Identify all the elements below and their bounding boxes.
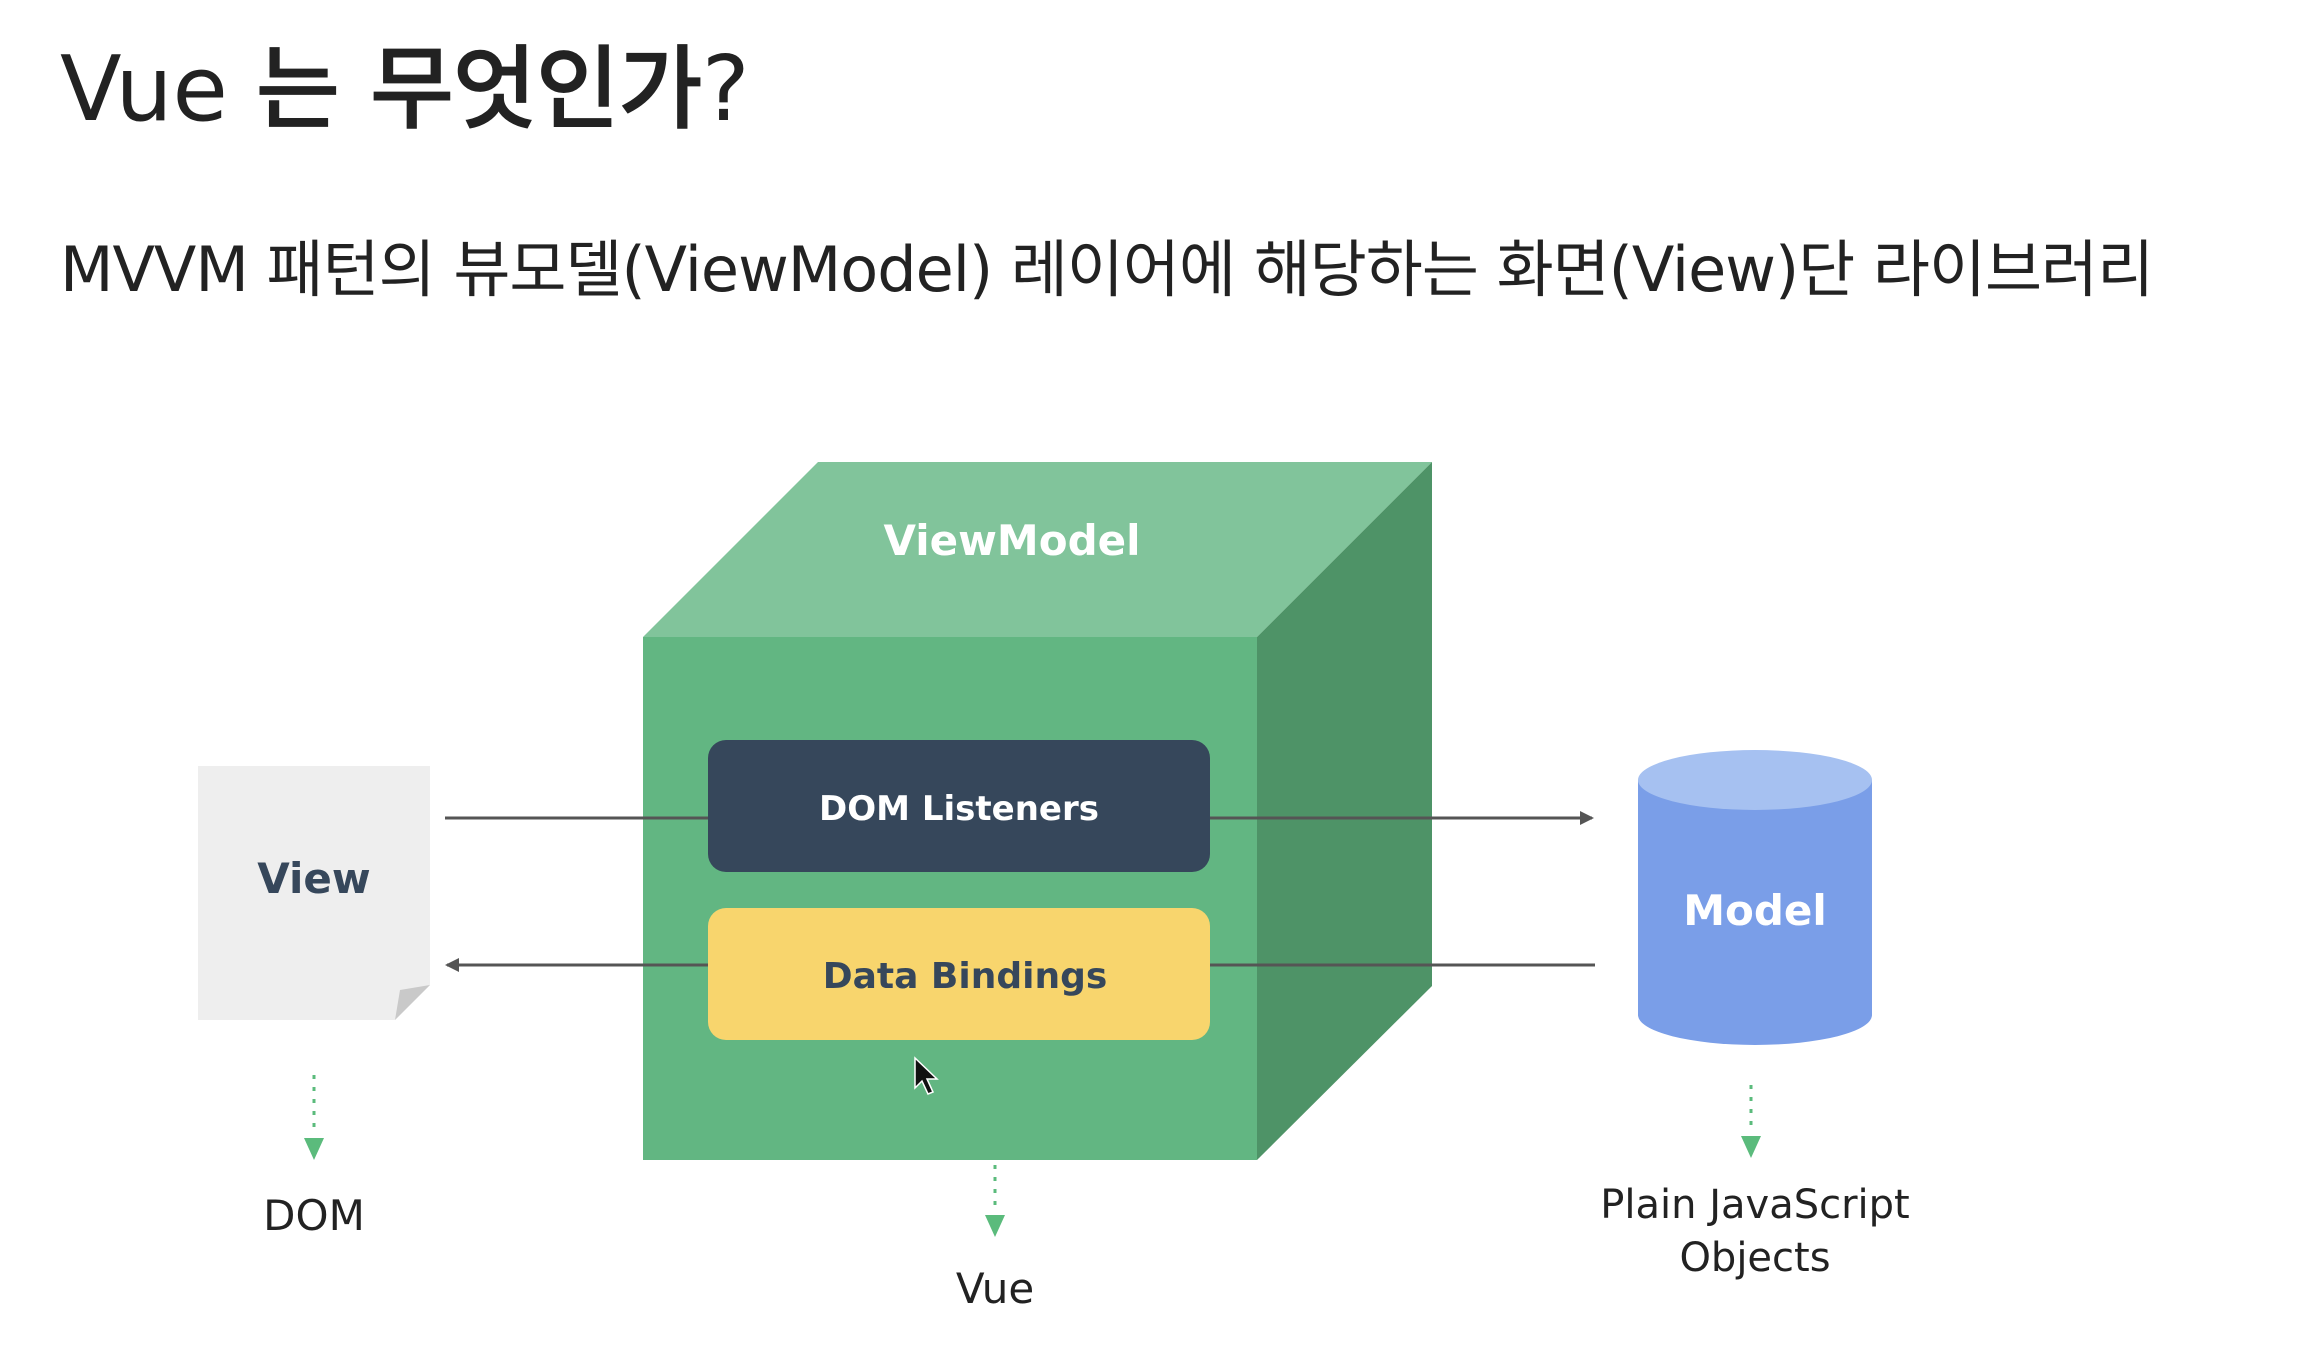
title-strong: 는 무엇인가 xyxy=(256,37,702,142)
view-doc-body xyxy=(198,766,430,1020)
vue-caption: Vue xyxy=(956,1264,1034,1313)
viewmodel-label: ViewModel xyxy=(883,516,1140,565)
page-subtitle: MVVM 패턴의 뷰모델(ViewModel) 레이어에 해당하는 화면(Vie… xyxy=(60,233,2154,306)
data-bindings-box: Data Bindings xyxy=(708,908,1210,1040)
cube-top-face xyxy=(643,462,1432,637)
model-caption-line1: Plain JavaScript xyxy=(1600,1182,1909,1228)
dom-dotted-arrow xyxy=(304,1075,324,1160)
cube-front-face xyxy=(643,637,1257,1160)
vue-arrowhead xyxy=(985,1215,1005,1237)
dom-listeners-box: DOM Listeners xyxy=(708,740,1210,872)
dom-listeners-rect xyxy=(708,740,1210,872)
title-prefix: Vue xyxy=(60,37,257,142)
page-title: Vue 는 무엇인가? xyxy=(60,30,750,150)
vue-dotted-arrow xyxy=(985,1165,1005,1237)
model-caption-line2: Objects xyxy=(1679,1235,1830,1281)
dom-arrowhead xyxy=(304,1138,324,1160)
viewmodel-cube: ViewModel xyxy=(643,462,1432,1160)
cube-side-face xyxy=(1257,462,1432,1160)
model-cylinder: Model xyxy=(1638,750,1872,1045)
view-label: View xyxy=(257,854,370,903)
dom-listeners-label: DOM Listeners xyxy=(819,789,1099,829)
data-bindings-label: Data Bindings xyxy=(823,956,1108,997)
view-doc-fold xyxy=(395,985,430,1020)
model-label: Model xyxy=(1683,886,1827,935)
view-document: View xyxy=(198,766,430,1020)
dom-caption: DOM xyxy=(263,1191,365,1240)
model-top xyxy=(1638,750,1872,810)
model-arrowhead xyxy=(1741,1136,1761,1158)
title-suffix: ? xyxy=(701,37,750,142)
data-bindings-rect xyxy=(708,908,1210,1040)
model-body xyxy=(1638,780,1872,1045)
mouse-cursor-icon xyxy=(914,1056,939,1095)
model-dotted-arrow xyxy=(1741,1085,1761,1158)
